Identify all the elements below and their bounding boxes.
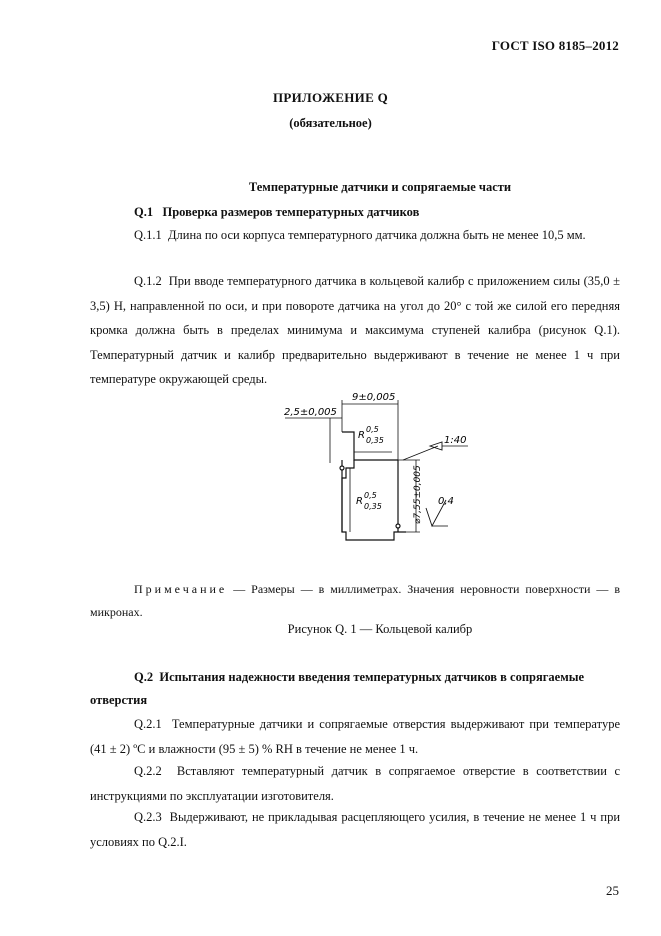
figure-caption: Рисунок Q. 1 — Кольцевой калибр xyxy=(287,622,473,636)
ring-gauge-drawing: 9±0,005 2,5±0,005 R 0,5 0,35 R 0,5 0,35 … xyxy=(284,392,468,541)
paragraph-number: Q.1.1 xyxy=(134,228,162,242)
paragraph-number: Q.1.2 xyxy=(134,274,162,288)
paragraph-q1-1: Q.1.1 Длина по оси корпуса температурног… xyxy=(90,223,620,248)
section-heading-q1: Q.1 Проверка размеров температурных датч… xyxy=(134,205,419,220)
radius-top-sub: 0,35 xyxy=(366,436,384,445)
heading-number: Q.2 xyxy=(134,670,154,684)
taper-label: 1:40 xyxy=(444,435,466,446)
paragraph-q2-2: Q.2.2 Вставляют температурный датчик в с… xyxy=(90,759,620,808)
dimension-width: 9±0,005 xyxy=(352,392,395,403)
section-title: Температурные датчики и сопрягаемые част… xyxy=(248,180,512,194)
paragraph-number: Q.2.3 xyxy=(134,810,162,824)
document-code: ГОСТ ISO 8185–2012 xyxy=(491,38,619,53)
note-label: Примечание xyxy=(134,582,228,596)
roughness-label: 0,4 xyxy=(438,496,454,507)
dimension-offset: 2,5±0,005 xyxy=(284,407,337,418)
paragraph-q2-1: Q.2.1 Температурные датчики и сопрягаемы… xyxy=(90,712,620,761)
page-number: 25 xyxy=(606,883,619,898)
radius-top-sup: 0,5 xyxy=(366,425,379,434)
diameter-label: ⌀7,55±0,005 xyxy=(413,465,423,524)
annex-title: ПРИЛОЖЕНИЕ Q xyxy=(272,90,389,105)
paragraph-number: Q.2.2 xyxy=(134,764,162,778)
heading-text: Испытания надежности введения температур… xyxy=(90,670,585,707)
note-text: — Размеры — в миллиметрах. Значения неро… xyxy=(90,582,620,619)
heading-number: Q.1 xyxy=(134,205,154,219)
section-heading-q2: Q.2 Испытания надежности введения темпер… xyxy=(90,666,620,712)
annex-status: (обязательное) xyxy=(289,116,372,130)
radius-bottom-sub: 0,35 xyxy=(364,502,382,511)
paragraph-q1-2: Q.1.2 При вводе температурного датчика в… xyxy=(90,269,620,392)
paragraph-text: Температурные датчики и сопрягаемые отве… xyxy=(90,717,620,756)
radius-bottom-sup: 0,5 xyxy=(364,491,377,500)
paragraph-q2-3: Q.2.3 Выдерживают, не прикладывая расцеп… xyxy=(90,805,620,854)
paragraph-text: Выдерживают, не прикладывая расцепляющег… xyxy=(90,810,621,849)
paragraph-text: При вводе температурного датчика в кольц… xyxy=(90,274,621,387)
paragraph-number: Q.2.1 xyxy=(134,717,162,731)
paragraph-text: Вставляют температурный датчик в сопряга… xyxy=(90,764,620,803)
paragraph-text: Длина по оси корпуса температурного датч… xyxy=(168,228,586,242)
figure-note: Примечание — Размеры — в миллиметрах. Зн… xyxy=(90,578,620,624)
heading-text: Проверка размеров температурных датчиков xyxy=(162,205,420,219)
radius-letter-top: R xyxy=(358,430,365,441)
radius-letter-bottom: R xyxy=(356,496,363,507)
